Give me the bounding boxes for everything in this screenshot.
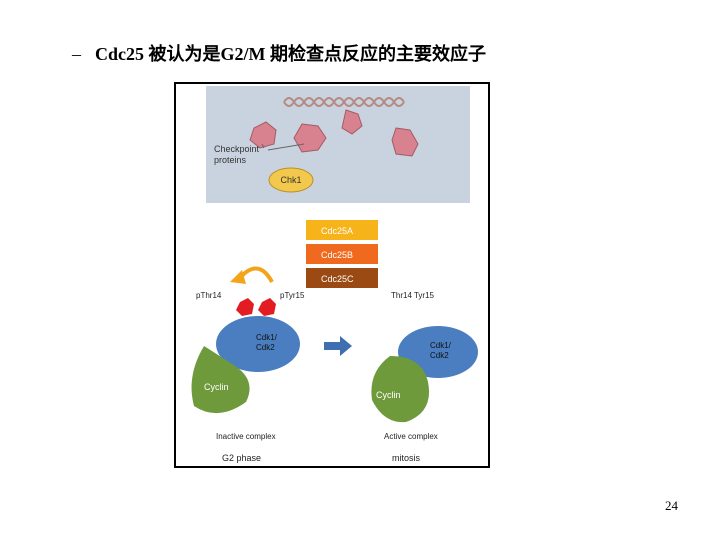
active-complex-label: Active complex xyxy=(384,432,438,441)
ptyr15-label: pTyr15 xyxy=(280,291,305,300)
cdk-active-label-2: Cdk2 xyxy=(430,351,449,360)
phosphate-thr14-icon xyxy=(236,298,254,316)
chk1-ellipse xyxy=(268,167,314,193)
checkpoint-protein-1 xyxy=(249,121,277,149)
cdc25a-label: Cdc25A xyxy=(321,226,353,236)
cdc25a-box xyxy=(306,220,378,240)
cdk-inactive-label-2: Cdk2 xyxy=(256,343,275,352)
transition-arrow-icon xyxy=(324,336,352,356)
cdk-active-label-1: Cdk1/ xyxy=(430,341,452,350)
inactive-complex-label: Inactive complex xyxy=(216,432,276,441)
cdc25b-label: Cdc25B xyxy=(321,250,353,260)
checkpoint-protein-2 xyxy=(293,123,327,153)
pthr14-label: pThr14 xyxy=(196,291,222,300)
pointer-line-2 xyxy=(267,143,305,151)
phosphate-tyr15-icon xyxy=(258,298,276,316)
cyclin-inactive-label: Cyclin xyxy=(204,382,229,392)
cyclin-inactive xyxy=(191,346,250,414)
bullet-text: Cdc25 被认为是G2/M 期检查点反应的主要效应子 xyxy=(95,44,486,64)
checkpoint-label-line2: proteins xyxy=(214,155,247,165)
cyclin-active xyxy=(371,356,430,423)
cdk-inactive xyxy=(216,316,300,372)
page-number: 24 xyxy=(665,498,678,513)
cdc25c-box xyxy=(306,268,378,288)
diagram-svg: Checkpoint proteins Chk1 Cdc25A Cdc25B C… xyxy=(191,86,478,463)
g2-phase-label: G2 phase xyxy=(222,453,261,463)
cdc25c-label: Cdc25C xyxy=(321,274,354,284)
cyclin-active-label: Cyclin xyxy=(376,390,401,400)
curved-arrow-head-icon xyxy=(230,270,246,284)
checkpoint-label-line1: Checkpoint xyxy=(214,144,260,154)
cdc25-diagram-figure: Checkpoint proteins Chk1 Cdc25A Cdc25B C… xyxy=(174,82,490,468)
slide-bullet: –Cdc25 被认为是G2/M 期检查点反应的主要效应子 xyxy=(72,40,486,66)
bullet-dash: – xyxy=(72,44,81,64)
pointer-line-1 xyxy=(261,143,265,149)
chk1-label: Chk1 xyxy=(280,175,301,185)
checkpoint-protein-3 xyxy=(341,109,363,135)
thr14-tyr15-label: Thr14 Tyr15 xyxy=(391,291,435,300)
dna-helix-strand-2 xyxy=(283,97,405,107)
checkpoint-protein-4 xyxy=(391,127,419,157)
cdc25b-box xyxy=(306,244,378,264)
mitosis-label: mitosis xyxy=(392,453,421,463)
cdk-inactive-label-1: Cdk1/ xyxy=(256,333,278,342)
